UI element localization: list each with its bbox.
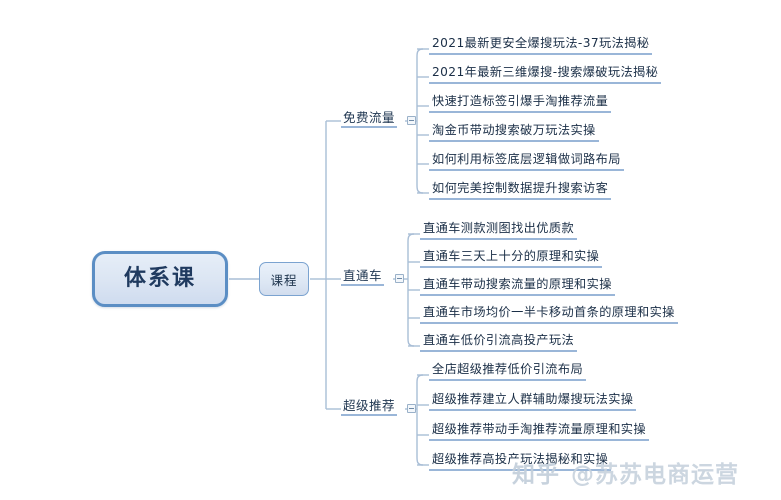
- branch-zhitongche-label: 直通车: [341, 268, 385, 286]
- branch-super-recommend-label: 超级推荐: [341, 398, 398, 416]
- watermark: 知乎 @苏苏电商运营: [512, 455, 739, 489]
- branch-free-traffic[interactable]: 免费流量: [341, 108, 398, 128]
- collapse-minus-icon[interactable]: [407, 116, 416, 125]
- leaf-label: 淘金币带动搜索破万玩法实操: [429, 122, 599, 142]
- leaf-label: 如何利用标签底层逻辑做词路布局: [429, 151, 624, 171]
- list-item[interactable]: 直通车测款测图找出优质款: [420, 218, 578, 240]
- leaf-label: 超级推荐建立人群辅助爆搜玩法实操: [429, 391, 637, 411]
- list-item[interactable]: 2021年最新三维爆搜-搜索爆破玩法揭秘: [429, 62, 662, 84]
- branch-super-recommend[interactable]: 超级推荐: [341, 396, 398, 416]
- leaf-label: 如何完美控制数据提升搜索访客: [429, 180, 612, 200]
- leaf-label: 2021年最新三维爆搜-搜索爆破玩法揭秘: [429, 64, 662, 84]
- list-item[interactable]: 如何完美控制数据提升搜索访客: [429, 178, 612, 200]
- leaf-label: 全店超级推荐低价引流布局: [429, 361, 587, 381]
- list-item[interactable]: 超级推荐建立人群辅助爆搜玩法实操: [429, 389, 637, 411]
- leaf-label: 直通车带动搜索流量的原理和实操: [420, 276, 615, 296]
- watermark-separator: @: [562, 462, 596, 488]
- list-item[interactable]: 超级推荐带动手淘推荐流量原理和实操: [429, 419, 649, 441]
- list-item[interactable]: 直通车低价引流高投产玩法: [420, 330, 578, 352]
- watermark-account: 苏苏电商运营: [595, 462, 740, 488]
- branch-zhitongche[interactable]: 直通车: [341, 266, 385, 286]
- list-item[interactable]: 直通车三天上十分的原理和实操: [420, 246, 603, 268]
- node-course[interactable]: 课程: [259, 262, 309, 296]
- list-item[interactable]: 直通车市场均价一半卡移动首条的原理和实操: [420, 302, 678, 324]
- leaf-label: 超级推荐高投产玩法揭秘和实操: [429, 451, 612, 471]
- leaf-label: 直通车市场均价一半卡移动首条的原理和实操: [420, 304, 678, 324]
- root-node-label: 体系课: [123, 266, 196, 291]
- leaf-label: 直通车低价引流高投产玩法: [420, 332, 578, 352]
- root-node[interactable]: 体系课: [92, 251, 228, 307]
- list-item[interactable]: 2021最新更安全爆搜玩法-37玩法揭秘: [429, 33, 653, 55]
- leaf-label: 快速打造标签引爆手淘推荐流量: [429, 93, 612, 113]
- list-item[interactable]: 如何利用标签底层逻辑做词路布局: [429, 149, 624, 171]
- branch-free-traffic-label: 免费流量: [341, 110, 398, 128]
- watermark-source: 知乎: [512, 462, 560, 488]
- list-item[interactable]: 超级推荐高投产玩法揭秘和实操: [429, 449, 612, 471]
- list-item[interactable]: 淘金币带动搜索破万玩法实操: [429, 120, 599, 142]
- leaf-label: 直通车测款测图找出优质款: [420, 220, 578, 240]
- leaf-label: 直通车三天上十分的原理和实操: [420, 248, 603, 268]
- list-item[interactable]: 全店超级推荐低价引流布局: [429, 359, 587, 381]
- collapse-minus-icon[interactable]: [395, 274, 404, 283]
- leaf-label: 超级推荐带动手淘推荐流量原理和实操: [429, 421, 649, 441]
- list-item[interactable]: 快速打造标签引爆手淘推荐流量: [429, 91, 612, 113]
- collapse-minus-icon[interactable]: [407, 404, 416, 413]
- node-course-label: 课程: [270, 272, 298, 288]
- leaf-label: 2021最新更安全爆搜玩法-37玩法揭秘: [429, 35, 653, 55]
- list-item[interactable]: 直通车带动搜索流量的原理和实操: [420, 274, 615, 296]
